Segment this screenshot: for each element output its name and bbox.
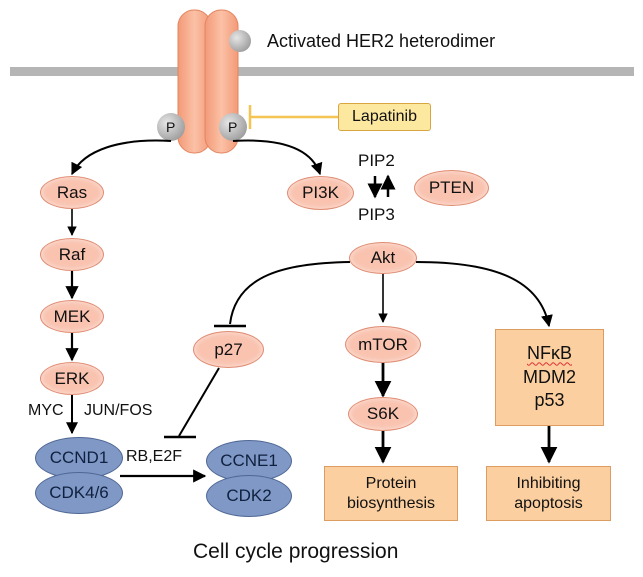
arrow-receptor-ras bbox=[71, 139, 172, 176]
phospho-left-label: P bbox=[166, 119, 176, 135]
s6k-node: S6K bbox=[348, 397, 418, 431]
inhibiting-label: Inhibiting bbox=[516, 474, 581, 492]
inhibit-akt-p27 bbox=[229, 261, 351, 325]
jun-fos-label: JUN/FOS bbox=[84, 402, 153, 419]
raf-node: Raf bbox=[40, 238, 104, 271]
ras-node: Ras bbox=[40, 176, 104, 209]
cdk46-node: CDK4/6 bbox=[35, 472, 123, 514]
mdm2-label: MDM2 bbox=[523, 366, 576, 387]
arrow-akt-nfkb bbox=[415, 261, 553, 328]
nfkb-mdm2-p53-box: NFκB MDM2 p53 bbox=[495, 329, 604, 426]
p53-label: p53 bbox=[534, 390, 565, 411]
cdk2-node: CDK2 bbox=[206, 475, 292, 517]
cell-cycle-caption: Cell cycle progression bbox=[193, 540, 399, 563]
rb-e2f-label: RB,E2F bbox=[126, 448, 183, 465]
p27-node: p27 bbox=[193, 331, 264, 368]
legend-label: Activated HER2 heterodimer bbox=[267, 31, 496, 51]
cell-membrane bbox=[10, 67, 634, 76]
biosynthesis-label: biosynthesis bbox=[346, 494, 436, 512]
phospho-right-icon bbox=[219, 113, 247, 141]
inhibit-p27-cdk2 bbox=[178, 367, 220, 437]
erk-node: ERK bbox=[40, 362, 104, 395]
phospho-left-icon bbox=[157, 113, 185, 141]
pip3-label: PIP3 bbox=[358, 205, 395, 224]
protein-biosynthesis-box: Protein biosynthesis bbox=[324, 466, 458, 521]
nfkb-label: NFκB bbox=[527, 343, 572, 364]
mek-node: MEK bbox=[40, 300, 104, 333]
akt-node: Akt bbox=[349, 242, 417, 274]
mtor-node: mTOR bbox=[345, 326, 421, 363]
myc-label: MYC bbox=[28, 402, 64, 419]
pten-node: PTEN bbox=[414, 170, 489, 206]
apoptosis-label: apoptosis bbox=[514, 494, 583, 512]
arrow-receptor-pi3k bbox=[232, 139, 323, 176]
legend-ball-icon bbox=[229, 30, 251, 52]
pi3k-node: PI3K bbox=[287, 176, 354, 210]
protein-label: Protein bbox=[365, 474, 417, 492]
inhibiting-apoptosis-box: Inhibiting apoptosis bbox=[486, 466, 611, 521]
phospho-right-label: P bbox=[228, 119, 238, 135]
lapatinib-box: Lapatinib bbox=[338, 103, 431, 131]
pip2-label: PIP2 bbox=[358, 151, 395, 170]
